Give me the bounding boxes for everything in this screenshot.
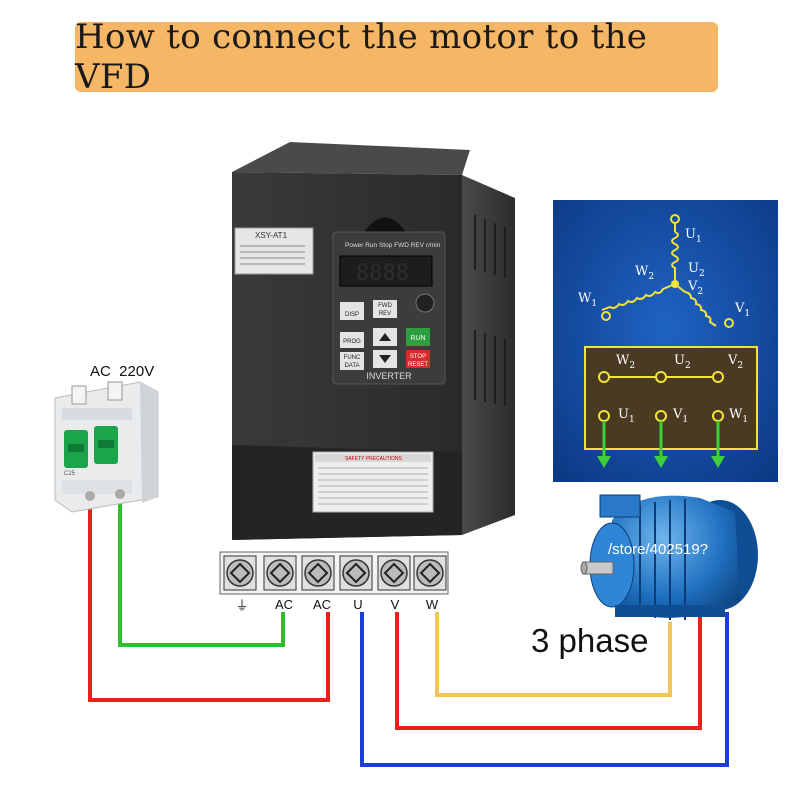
terminal-block: ⏚ AC AC U V W bbox=[219, 551, 449, 613]
speed-knob[interactable] bbox=[415, 293, 435, 313]
func-label: FUNC bbox=[344, 355, 361, 361]
box-label-w1: W1 bbox=[729, 407, 748, 425]
circuit-breaker bbox=[54, 381, 159, 513]
box-label-u1: U1 bbox=[618, 407, 635, 425]
motor bbox=[580, 494, 758, 620]
model-label-sticker bbox=[234, 227, 314, 275]
title-banner: How to connect the motor to the VFD bbox=[75, 17, 718, 97]
terminal-label-ac2: AC bbox=[313, 597, 331, 612]
reset-label: RESET bbox=[408, 362, 428, 368]
star-label-v1: V1 bbox=[734, 301, 750, 319]
down-arrow-icon bbox=[379, 355, 391, 363]
star-label-u1: U1 bbox=[685, 227, 702, 245]
fwd-rev-button[interactable] bbox=[373, 300, 397, 318]
terminal-screw-ground[interactable] bbox=[223, 555, 257, 591]
led-display bbox=[339, 255, 433, 287]
inverter-label: INVERTER bbox=[366, 371, 412, 381]
star-label-u2: U2 bbox=[688, 261, 705, 279]
star-label-v2: V2 bbox=[687, 279, 703, 297]
display-digits: 8888 bbox=[356, 261, 409, 286]
blue-wire-u bbox=[360, 612, 729, 767]
terminal-screw-ac2[interactable] bbox=[301, 555, 335, 591]
motor-url-text: /store/402519? bbox=[608, 541, 709, 558]
yellow-wire-w bbox=[435, 612, 672, 697]
up-arrow-icon bbox=[379, 333, 391, 341]
run-button[interactable] bbox=[406, 328, 430, 346]
terminal-label-u: U bbox=[353, 597, 362, 612]
disp-button[interactable] bbox=[340, 302, 364, 320]
fwd-label: FWD bbox=[378, 303, 392, 309]
box-label-v1: V1 bbox=[672, 407, 688, 425]
disp-button-label: DISP bbox=[345, 312, 359, 318]
winding-diagram-panel: U1 U2 W2 V2 W1 V1 W2 U2 V2 U1 V1 W1 bbox=[553, 200, 778, 482]
run-button-label: RUN bbox=[410, 335, 425, 342]
output-arrows bbox=[597, 421, 725, 468]
terminal-box bbox=[584, 346, 758, 450]
box-label-u2: U2 bbox=[674, 353, 691, 371]
terminal-screw-u[interactable] bbox=[339, 555, 373, 591]
status-leds-label: Power Run Stop FWD REV r/min bbox=[345, 242, 441, 249]
wires bbox=[88, 497, 729, 767]
breaker-label: AC 220V bbox=[90, 363, 155, 380]
safety-title: SAFETY PRECAUTIONS bbox=[345, 456, 403, 462]
page-title: How to connect the motor to the VFD bbox=[75, 17, 648, 97]
phase-label: 3 phase bbox=[531, 622, 649, 659]
rev-label: REV bbox=[379, 311, 391, 317]
star-label-w2: W2 bbox=[635, 264, 654, 282]
prog-button[interactable] bbox=[340, 332, 364, 348]
inverter: XSY-AT1 Power Run Stop FWD REV r/min 888… bbox=[232, 142, 515, 540]
green-wire bbox=[118, 497, 285, 647]
terminal-label-ground: ⏚ bbox=[235, 598, 248, 613]
func-data-button[interactable] bbox=[340, 352, 364, 370]
data-label: DATA bbox=[344, 363, 359, 369]
red-wire-v bbox=[395, 612, 702, 730]
box-label-w2: W2 bbox=[616, 353, 635, 371]
prog-button-label: PROG bbox=[343, 339, 361, 345]
motor-terminal-box bbox=[599, 494, 641, 518]
terminal-label-v: V bbox=[391, 597, 400, 612]
terminal-screw-ac1[interactable] bbox=[263, 555, 297, 591]
terminal-label-w: W bbox=[426, 597, 439, 612]
breaker-rating: C25 bbox=[64, 471, 76, 477]
star-label-w1: W1 bbox=[578, 291, 597, 309]
star-windings bbox=[601, 214, 734, 328]
terminal-screw-w[interactable] bbox=[413, 555, 447, 591]
model-label: XSY-AT1 bbox=[255, 231, 288, 240]
red-wire-supply bbox=[88, 497, 330, 702]
terminal-screw-v[interactable] bbox=[377, 555, 411, 591]
stop-label: STOP bbox=[410, 354, 426, 360]
box-label-v2: V2 bbox=[727, 353, 743, 371]
stop-reset-button[interactable] bbox=[406, 350, 430, 368]
terminal-label-ac1: AC bbox=[275, 597, 293, 612]
terminal-screws bbox=[223, 555, 447, 591]
